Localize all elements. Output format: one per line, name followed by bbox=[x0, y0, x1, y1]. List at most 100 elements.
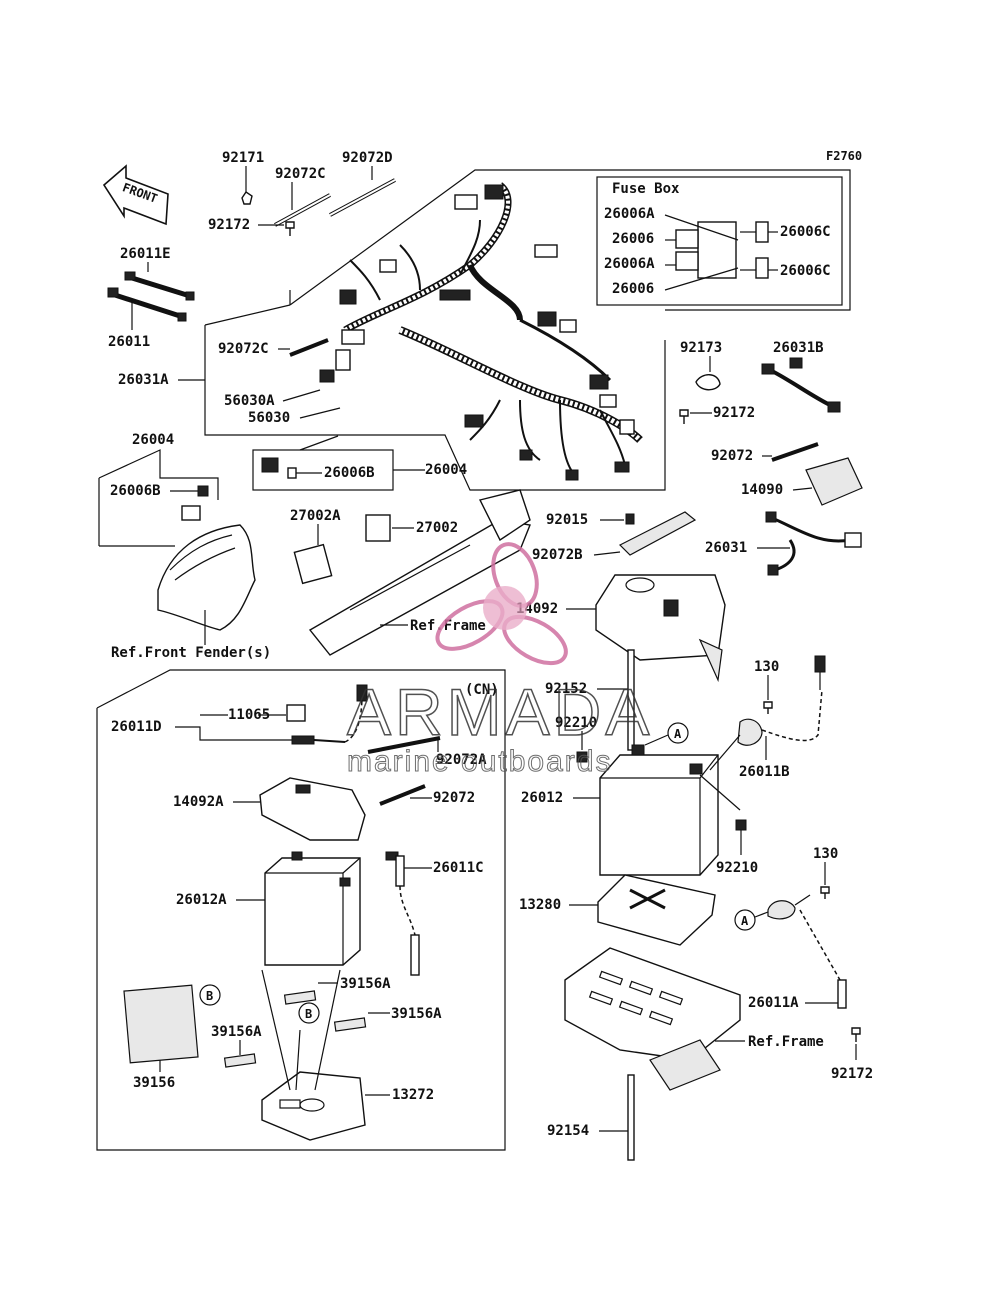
label-26031: 26031 bbox=[705, 540, 747, 556]
label-92172-bot: 92172 bbox=[831, 1066, 873, 1082]
nut-92210-top-icon bbox=[576, 751, 588, 763]
battery-tray-frame-icon bbox=[564, 947, 741, 1091]
label-92172-right: 92172 bbox=[713, 405, 755, 421]
cover-14090-icon bbox=[805, 457, 863, 506]
label-92171: 92171 bbox=[222, 150, 264, 166]
frame-middle-icon bbox=[308, 489, 531, 656]
fuse-holder-icon bbox=[261, 457, 279, 473]
figure-code: F2760 bbox=[826, 149, 862, 163]
callout-A-bot-label: A bbox=[741, 914, 749, 928]
label-26011B: 26011B bbox=[739, 764, 790, 780]
label-92072-cn: 92072 bbox=[433, 790, 475, 806]
main-wire-harness bbox=[339, 182, 643, 481]
fuse-label-26006C-1: 26006C bbox=[780, 224, 831, 240]
callout-A-top-label: A bbox=[674, 727, 682, 741]
nut-92015-icon bbox=[625, 513, 635, 525]
bolt-92152-icon bbox=[627, 649, 635, 751]
label-sheet-39156-icon bbox=[123, 984, 199, 1064]
label-14090: 14090 bbox=[741, 482, 783, 498]
screw-130-top-icon bbox=[763, 701, 773, 714]
cn-tag: (CN) bbox=[465, 682, 499, 698]
bracket-92072B-icon bbox=[618, 511, 697, 556]
propeller-logo-icon bbox=[435, 542, 568, 666]
front-arrow-icon: FRONT bbox=[102, 164, 169, 226]
cable-26011-icon bbox=[107, 287, 187, 322]
label-26011C: 26011C bbox=[433, 860, 484, 876]
label-26004-left: 26004 bbox=[132, 432, 174, 448]
label-92072A: 92072A bbox=[436, 752, 487, 768]
ref-frame-mid: Ref.Frame bbox=[410, 618, 486, 634]
fuse-label-26006C-2: 26006C bbox=[780, 263, 831, 279]
label-92072C-top: 92072C bbox=[275, 166, 326, 182]
label-39156: 39156 bbox=[133, 1075, 175, 1091]
label-39156A-1: 39156A bbox=[340, 976, 391, 992]
callout-B-mid-label: B bbox=[305, 1007, 312, 1021]
fuse-box-frame bbox=[596, 176, 843, 306]
tie-92072C-top-icon bbox=[274, 193, 331, 227]
label-26011E: 26011E bbox=[120, 246, 171, 262]
callout-A-bot bbox=[734, 909, 756, 931]
label-27002A: 27002A bbox=[290, 508, 341, 524]
nut-92210-bot-icon bbox=[735, 819, 747, 831]
clamp-92173-icon bbox=[695, 374, 721, 391]
relay-56030-icon bbox=[335, 349, 351, 371]
cn-box-frame bbox=[96, 669, 506, 1151]
front-fender-icon bbox=[157, 524, 256, 631]
cable-26011B-icon bbox=[737, 655, 826, 746]
label-26006B-left: 26006B bbox=[110, 483, 161, 499]
label-92210-top: 92210 bbox=[555, 715, 597, 731]
label-92172-top: 92172 bbox=[208, 217, 250, 233]
label-26004-box: 26004 bbox=[425, 462, 467, 478]
watermark: ARMADA marine outboards bbox=[346, 542, 653, 779]
fuse-block bbox=[664, 214, 778, 291]
relay-56030A-icon bbox=[319, 369, 335, 383]
label-14092A: 14092A bbox=[173, 794, 224, 810]
bolt-92154-icon bbox=[627, 1074, 635, 1161]
label-26006B-box: 26006B bbox=[324, 465, 375, 481]
fuse-26006B-left-icon bbox=[197, 485, 209, 497]
cable-26011A-icon bbox=[767, 894, 847, 1009]
battery-case-14092A-icon bbox=[259, 777, 366, 841]
ref-frame-bot: Ref.Frame bbox=[748, 1034, 824, 1050]
watermark-tagline: marine outboards bbox=[347, 745, 612, 778]
callout-B-left bbox=[199, 984, 221, 1006]
label-56030A: 56030A bbox=[224, 393, 275, 409]
battery-26012-icon bbox=[599, 744, 719, 876]
screw-130-bot-icon bbox=[820, 886, 830, 899]
screw-92172-top-icon bbox=[285, 221, 295, 236]
tie-92072C-mid-icon bbox=[289, 338, 329, 357]
label-39156A-2: 39156A bbox=[391, 1006, 442, 1022]
screw-92172-right-icon bbox=[679, 409, 689, 424]
label-26012: 26012 bbox=[521, 790, 563, 806]
fuse-label-26006-1: 26006 bbox=[612, 231, 654, 247]
label-92154: 92154 bbox=[547, 1123, 589, 1139]
tray-13280-icon bbox=[597, 874, 716, 946]
part-92171-icon bbox=[241, 191, 253, 205]
harness-outline-left bbox=[204, 325, 666, 491]
label-26011: 26011 bbox=[108, 334, 150, 350]
label-92210-bot: 92210 bbox=[716, 860, 758, 876]
label-56030: 56030 bbox=[248, 410, 290, 426]
label-92152: 92152 bbox=[545, 681, 587, 697]
fuse-label-26006A-1: 26006A bbox=[604, 206, 655, 222]
label-92173: 92173 bbox=[680, 340, 722, 356]
cap-11065-icon bbox=[286, 704, 306, 722]
harness-26031B-icon bbox=[761, 357, 841, 413]
label-92072-right: 92072 bbox=[711, 448, 753, 464]
label-13272: 13272 bbox=[392, 1087, 434, 1103]
label-26011A: 26011A bbox=[748, 995, 799, 1011]
callout-B-mid bbox=[298, 1002, 320, 1024]
harness-outline-top bbox=[289, 169, 851, 311]
watermark-brand: ARMADA bbox=[347, 675, 653, 749]
fuse-box-title: Fuse Box bbox=[612, 181, 680, 197]
label-11065: 11065 bbox=[228, 707, 270, 723]
fuse-label-26006-2: 26006 bbox=[612, 281, 654, 297]
label-92072D: 92072D bbox=[342, 150, 393, 166]
harness-26031-icon bbox=[765, 511, 862, 576]
pad-39156A-1-icon bbox=[283, 990, 317, 1005]
callout-A-top bbox=[667, 722, 689, 744]
cable-26011D-icon bbox=[291, 684, 368, 745]
label-26012A: 26012A bbox=[176, 892, 227, 908]
